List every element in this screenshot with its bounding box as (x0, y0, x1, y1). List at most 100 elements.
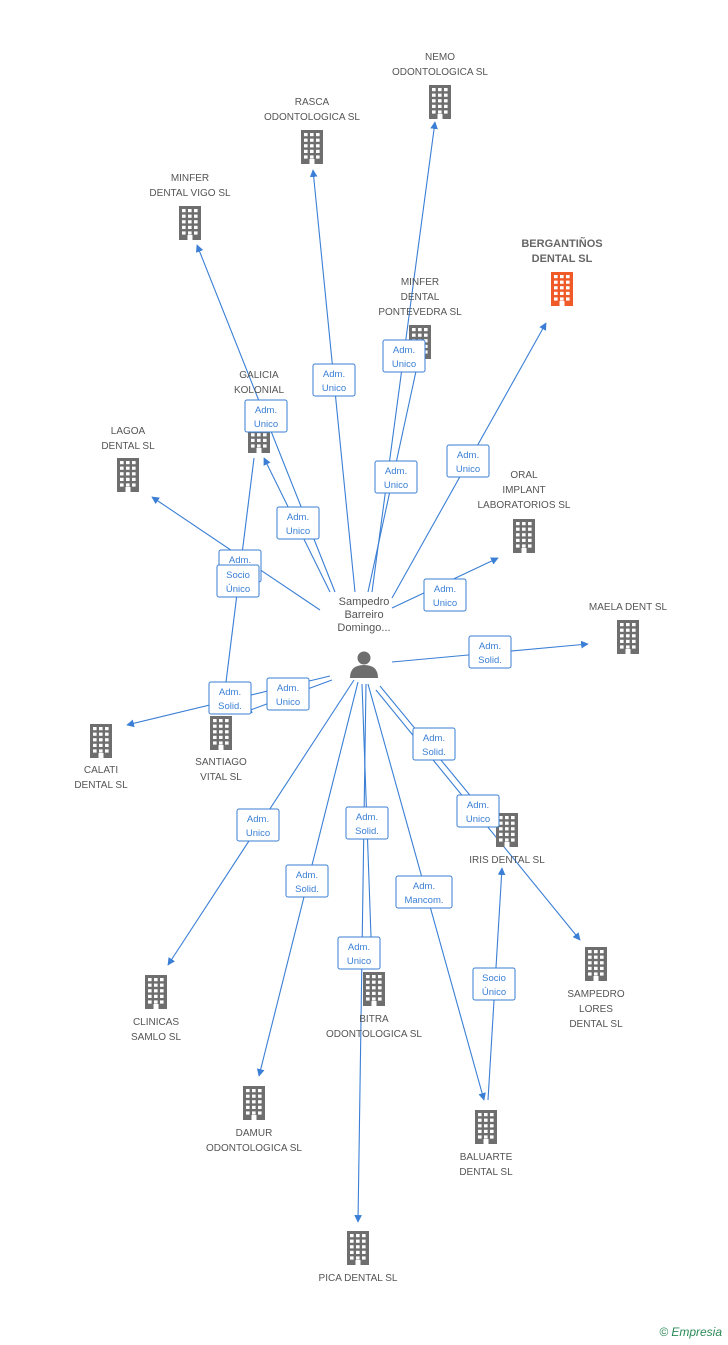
relation-label-text: Unico (286, 526, 310, 537)
company-node-minfer-vigo[interactable]: MINFER DENTAL VIGO SL (149, 173, 231, 240)
relation-label-text: Adm. (255, 405, 277, 416)
company-name: LAGOA (111, 426, 146, 437)
relation-label-box (285, 864, 329, 898)
company-name: IMPLANT (502, 485, 545, 496)
relation-label-baluarte[interactable]: Adm.Mancom. (395, 875, 453, 909)
person-node[interactable]: SampedroBarreiroDomingo... (337, 596, 391, 678)
relation-label-sampedro-lores[interactable]: Adm.Unico (456, 794, 500, 828)
relation-label-text: Adm. (393, 345, 415, 356)
relation-label-box (244, 399, 288, 433)
relation-label-text: Adm. (229, 555, 251, 566)
relation-label-bitra[interactable]: Adm.Solid. (345, 806, 389, 840)
company-name: DENTAL SL (532, 253, 593, 265)
edge-labels-layer: Adm.UnicoAdm.UnicoAdm.UnicoAdm.UnicoAdm.… (208, 339, 516, 1001)
relation-label-iris[interactable]: Adm.Solid. (412, 727, 456, 761)
relation-label-box (446, 444, 490, 478)
relation-label-minfer-pontevedra[interactable]: Adm. Unico (374, 460, 418, 494)
company-name: DENTAL VIGO SL (149, 188, 231, 199)
relation-label-damur[interactable]: Adm. Solid. (285, 864, 329, 898)
relation-label-rasca[interactable]: Adm.Unico (312, 363, 356, 397)
building-icon (210, 716, 232, 750)
relation-label-oral[interactable]: Adm.Unico (423, 578, 467, 612)
company-name: SAMPEDRO (567, 989, 624, 1000)
person-name: Sampedro (339, 596, 390, 608)
company-name: ODONTOLOGICA SL (326, 1029, 422, 1040)
company-name: MINFER (401, 277, 439, 288)
relation-label-text: Adm. (479, 641, 501, 652)
relation-label-clinicas[interactable]: Adm. Unico (236, 808, 280, 842)
relation-label-text: Unico (456, 464, 480, 475)
relation-label-text: Adm. (457, 450, 479, 461)
relation-label-box (472, 967, 516, 1001)
company-name: LABORATORIOS SL (478, 500, 571, 511)
building-icon (551, 272, 573, 306)
relation-label-box (266, 677, 310, 711)
company-name: KOLONIAL (234, 385, 284, 396)
relation-label-box (468, 635, 512, 669)
company-name: LORES (579, 1004, 613, 1015)
company-name: GALICIA (239, 370, 279, 381)
building-icon (243, 1086, 265, 1120)
building-icon (617, 620, 639, 654)
relation-label-text: Adm. (287, 512, 309, 523)
company-node-maela[interactable]: MAELA DENT SL (589, 602, 668, 654)
relation-label-text: Adm. (277, 683, 299, 694)
company-name: SANTIAGO (195, 757, 247, 768)
relation-label-minfer-vigo[interactable]: Adm.Unico (244, 399, 288, 433)
building-icon (145, 975, 167, 1009)
relation-label-text: Unico (246, 828, 270, 839)
relation-label-box (412, 727, 456, 761)
relation-label-box (395, 875, 453, 909)
relation-label-box (456, 794, 500, 828)
relation-label-box (208, 681, 252, 715)
relation-label-bergantinos[interactable]: Adm. Unico (446, 444, 490, 478)
company-name: CALATI (84, 765, 118, 776)
relation-label-text: Solid. (478, 655, 502, 666)
relation-label-text: Unico (347, 956, 371, 967)
relation-label-text: Unico (384, 480, 408, 491)
relation-label-text: Adm. (385, 466, 407, 477)
building-icon (301, 130, 323, 164)
relation-label-pica[interactable]: Adm.Unico (337, 936, 381, 970)
relation-label-text: Adm. (296, 870, 318, 881)
relation-label-text: Socio (482, 973, 506, 984)
relation-label-box (382, 339, 426, 373)
relation-label-text: Unico (276, 697, 300, 708)
brand-logo[interactable]: Empresia (671, 1325, 722, 1339)
relation-label-text: Adm. (247, 814, 269, 825)
relation-label-calati[interactable]: Adm.Solid. (208, 681, 252, 715)
relation-label-text: Único (226, 584, 250, 595)
relation-label-maela[interactable]: Adm. Solid. (468, 635, 512, 669)
company-name: MINFER (171, 173, 209, 184)
relation-label-text: Solid. (295, 884, 319, 895)
relation-label-nemo[interactable]: Adm. Unico (382, 339, 426, 373)
relation-label-text: Adm. (467, 800, 489, 811)
person-name: Barreiro (344, 609, 383, 621)
relation-label-galicia[interactable]: Adm. Unico (276, 506, 320, 540)
company-node-pica[interactable]: PICA DENTAL SL (319, 1231, 398, 1284)
relation-label-text: Solid. (422, 747, 446, 758)
company-name: SAMLO SL (131, 1032, 181, 1043)
relation-label-text: Unico (392, 359, 416, 370)
relation-label-santiago[interactable]: Adm. Unico (266, 677, 310, 711)
building-icon (475, 1110, 497, 1144)
company-name: DENTAL SL (459, 1167, 513, 1178)
building-icon (363, 972, 385, 1006)
company-node-iris[interactable]: IRIS DENTAL SL (469, 813, 545, 866)
